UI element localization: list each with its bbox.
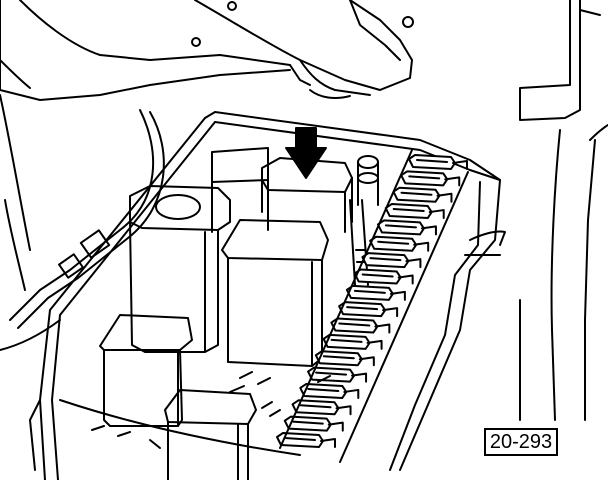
fuse-box-housing [29, 111, 506, 480]
blade-fuse [384, 203, 445, 220]
fuse-rail [279, 149, 413, 449]
blade-fuse [299, 382, 360, 399]
arrow-down-icon [285, 127, 327, 179]
cover-piece-top [191, 0, 414, 99]
relay-small-left [99, 314, 193, 427]
blade-fuse [345, 284, 406, 301]
blade-fuse [330, 317, 391, 334]
blade-fuse [283, 415, 344, 432]
engine-component-top-left [0, 0, 311, 291]
blade-fuse [338, 301, 399, 318]
blade-fuse [408, 154, 468, 170]
blade-fuse [400, 170, 461, 187]
wiring-loom-left [0, 109, 165, 351]
relay-round-top [129, 185, 231, 353]
fuse-rail [339, 171, 469, 463]
figure-reference-number: 20-293 [484, 428, 558, 456]
blade-fuse [376, 219, 437, 236]
housing-slots [91, 371, 331, 449]
blade-fuse [307, 366, 368, 383]
relay-bottom [164, 389, 257, 480]
blade-fuse [322, 333, 383, 350]
fuse-strip [276, 149, 469, 463]
blade-fuse [392, 186, 453, 203]
blade-fuse [314, 350, 375, 367]
bracket-right [519, 0, 608, 421]
blade-fuse [369, 235, 430, 252]
blade-fuse [276, 432, 336, 448]
relay-target [261, 157, 353, 233]
blade-fuse [353, 268, 414, 285]
blade-fuse [361, 252, 422, 269]
relay-large-front [221, 219, 329, 367]
